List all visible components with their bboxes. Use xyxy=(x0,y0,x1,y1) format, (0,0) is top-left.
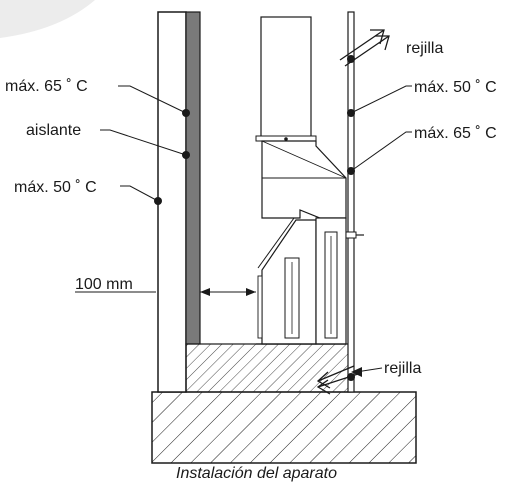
label-max50-right: máx. 50 ˚ C xyxy=(414,79,497,96)
hood xyxy=(261,140,347,219)
foundation-slab xyxy=(151,391,417,464)
label-max65-left: máx. 65 ˚ C xyxy=(5,78,88,95)
label-max65-right: máx. 65 ˚ C xyxy=(414,125,497,142)
insulation-layer xyxy=(185,11,201,345)
label-distance: 100 mm xyxy=(75,276,133,293)
leader-max65-right xyxy=(350,131,412,172)
wall xyxy=(157,11,187,393)
dimension-100mm xyxy=(75,288,256,296)
measure-point-panel-top xyxy=(347,55,355,63)
diagram-caption: Instalación del aparato xyxy=(176,465,337,482)
flue-pipe xyxy=(260,16,312,140)
label-rejilla-top: rejilla xyxy=(406,40,443,57)
background-swoosh xyxy=(0,0,95,38)
vent-arrow-bottom xyxy=(316,365,359,395)
leader-max65-left xyxy=(118,85,187,114)
leader-max50-left xyxy=(120,185,159,202)
label-max50-left: máx. 50 ˚ C xyxy=(14,179,97,196)
label-aislante: aislante xyxy=(26,122,81,139)
leader-aislante xyxy=(100,129,187,156)
leader-max50-right xyxy=(350,85,412,114)
front-panel xyxy=(347,11,355,393)
label-rejilla-bottom: rejilla xyxy=(384,360,421,377)
measure-point-panel-bottom xyxy=(347,373,355,381)
